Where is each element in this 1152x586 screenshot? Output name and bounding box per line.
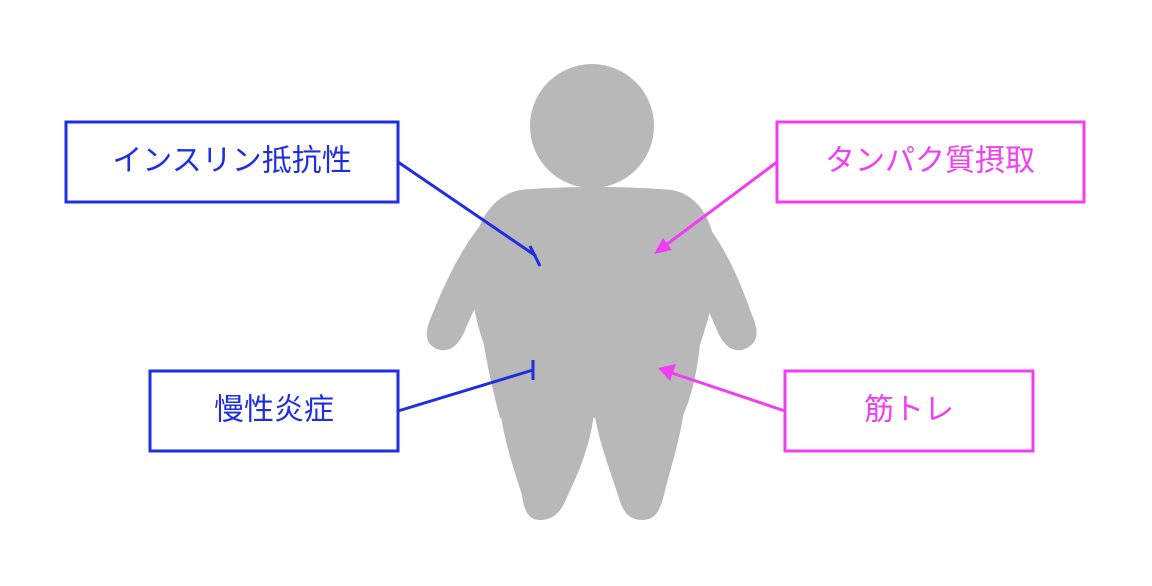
factor-label: 筋トレ xyxy=(864,393,954,428)
inhibit-line xyxy=(397,368,534,413)
promote-line xyxy=(665,160,778,247)
factor-label: 慢性炎症 xyxy=(214,393,334,428)
silhouette-head xyxy=(530,64,654,188)
factor-protein-intake: タンパク質摂取 xyxy=(654,120,1086,254)
factor-insulin-resistance: インスリン抵抗性 xyxy=(64,120,542,267)
promote-arrowhead xyxy=(658,364,676,381)
factor-label: インスリン抵抗性 xyxy=(112,144,351,179)
silhouette-right-leg xyxy=(594,410,684,520)
factor-label: タンパク質摂取 xyxy=(825,144,1035,179)
inhibit-line xyxy=(397,160,537,258)
silhouette-torso xyxy=(470,187,717,418)
promote-arrowhead xyxy=(654,238,672,254)
factor-strength-training: 筋トレ xyxy=(658,364,1035,453)
silhouette-left-leg xyxy=(500,410,594,520)
inhibit-bar xyxy=(528,245,542,267)
factor-box xyxy=(148,369,400,453)
factor-chronic-inflammation: 慢性炎症 xyxy=(148,360,535,453)
obese-person-silhouette-icon xyxy=(426,64,757,520)
factor-box xyxy=(783,369,1035,453)
promote-line xyxy=(671,371,786,413)
factor-box xyxy=(775,120,1086,204)
